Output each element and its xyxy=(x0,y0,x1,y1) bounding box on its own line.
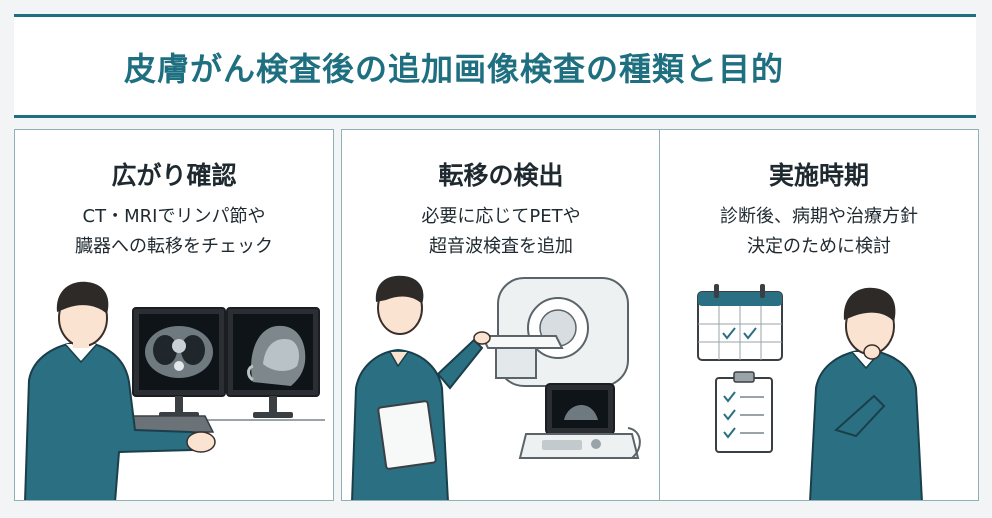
doctor-planning-illustration xyxy=(697,284,923,500)
card-description-line: CT・MRIでリンパ節や xyxy=(82,206,266,227)
card-description: 必要に応じてPETや 超音波検査を追加 xyxy=(342,202,660,262)
card-description-line: 診断後、病期や治療方針 xyxy=(720,206,918,227)
mri-monitor-icon xyxy=(226,307,320,418)
card-metastasis-detection: 転移の検出 必要に応じてPETや 超音波検査を追加 xyxy=(341,129,661,501)
title-rule-bottom xyxy=(14,115,976,118)
card-description-line: 超音波検査を追加 xyxy=(429,236,573,257)
doctor-reviewing-scans-illustration xyxy=(24,281,325,500)
doctor-figure xyxy=(351,275,491,500)
card-extent-check: 広がり確認 CT・MRIでリンパ節や 臓器への転移をチェック xyxy=(14,129,334,501)
page-title: 皮膚がん検査後の追加画像検査の種類と目的 xyxy=(124,50,785,88)
title-band: 皮膚がん検査後の追加画像検査の種類と目的 xyxy=(14,14,976,118)
card-description: 診断後、病期や治療方針 決定のために検討 xyxy=(660,202,978,262)
clipboard-icon xyxy=(377,400,437,470)
doctor-figure xyxy=(24,281,216,500)
ultrasound-machine-icon xyxy=(518,383,641,459)
card-description: CT・MRIでリンパ節や 臓器への転移をチェック xyxy=(15,202,333,262)
card-description-line: 必要に応じてPETや xyxy=(421,206,581,227)
doctor-with-scanner-illustration xyxy=(351,275,641,500)
ct-monitor-icon xyxy=(132,307,226,418)
calendar-icon xyxy=(697,284,783,361)
card-title: 転移の検出 xyxy=(438,161,564,190)
title-rule-top xyxy=(14,14,976,17)
checklist-icon xyxy=(715,371,773,453)
doctor-figure xyxy=(809,287,923,500)
pet-scanner-icon xyxy=(480,277,629,387)
card-title: 実施時期 xyxy=(768,161,869,190)
card-description-line: 決定のために検討 xyxy=(747,236,891,257)
card-description-line: 臓器への転移をチェック xyxy=(75,236,273,257)
card-title: 広がり確認 xyxy=(111,161,237,190)
card-timing: 実施時期 診断後、病期や治療方針 決定のために検討 xyxy=(659,129,979,501)
